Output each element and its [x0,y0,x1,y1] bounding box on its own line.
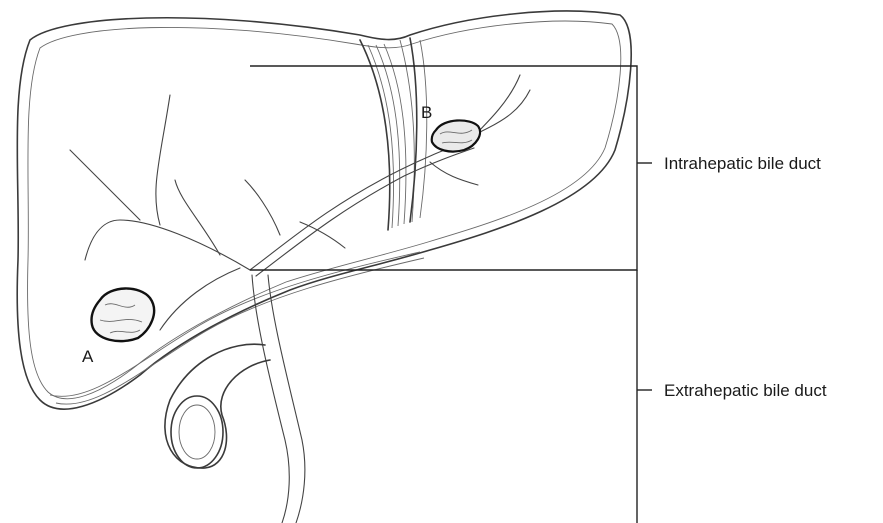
intrahepatic-bracket [250,66,637,270]
duct-r-7 [160,268,240,330]
intrahepatic-label: Intrahepatic bile duct [664,154,821,173]
duct-r-1 [85,220,250,270]
duct-r-5 [245,180,280,235]
duct-main-1 [250,140,470,270]
liver-outline [17,11,631,409]
liver [17,11,631,409]
duct-r-4 [175,180,220,255]
duct-r-2 [156,95,170,225]
falciform-line-4 [400,40,414,222]
lesion-a [91,288,154,341]
gallbladder-neck-inner [179,405,215,459]
marker-b: B [421,103,432,122]
duct-r-3 [70,150,140,220]
lesion-b [432,120,480,151]
marker-a: A [82,347,94,366]
lesion-a-shape [91,288,154,341]
duct-b-branch-2 [480,90,530,132]
extrahepatic-label: Extrahepatic bile duct [664,381,827,400]
common-duct-left [252,275,289,523]
common-duct-right [268,275,305,523]
gallbladder-outer [165,344,270,468]
falciform-line-2 [376,45,400,226]
duct-b-branch-3 [430,162,478,185]
gallbladder [165,344,270,468]
duct-main-2 [256,148,474,276]
lesion-b-shape [432,120,480,151]
